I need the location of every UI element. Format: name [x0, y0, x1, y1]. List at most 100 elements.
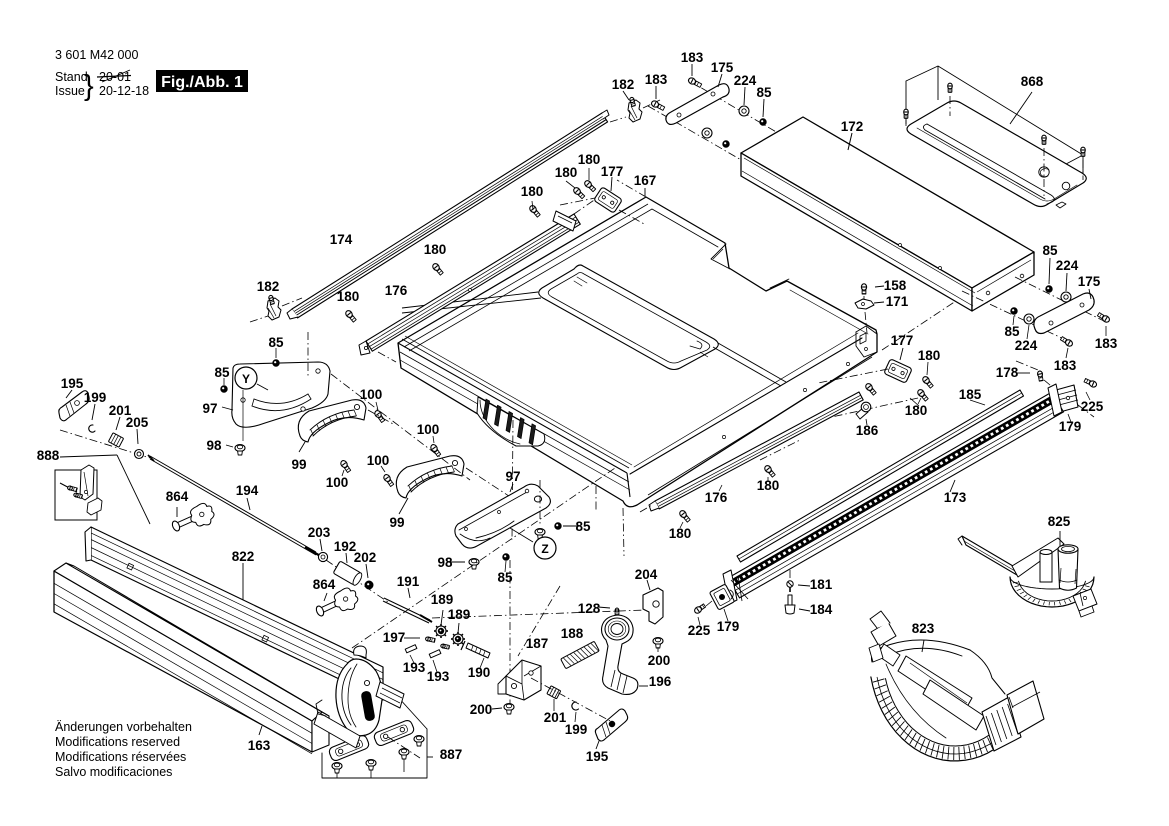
svg-text:823: 823	[912, 621, 935, 636]
svg-text:100: 100	[326, 475, 349, 490]
svg-text:175: 175	[711, 60, 734, 75]
svg-text:Änderungen vorbehalten: Änderungen vorbehalten	[55, 720, 192, 734]
svg-text:100: 100	[417, 422, 440, 437]
svg-text:85: 85	[268, 335, 284, 350]
svg-text:180: 180	[757, 478, 780, 493]
svg-text:Y: Y	[242, 372, 250, 386]
svg-text:98: 98	[437, 555, 453, 570]
svg-text:175: 175	[1078, 274, 1101, 289]
svg-text:196: 196	[649, 674, 672, 689]
svg-text:187: 187	[526, 636, 549, 651]
svg-text:Stand: Stand	[55, 70, 88, 84]
svg-text:201: 201	[109, 403, 132, 418]
svg-text:179: 179	[1059, 419, 1082, 434]
svg-text:193: 193	[403, 660, 426, 675]
svg-text:822: 822	[232, 549, 255, 564]
svg-text:176: 176	[705, 490, 728, 505]
svg-text:189: 189	[431, 592, 454, 607]
svg-text:180: 180	[578, 152, 601, 167]
svg-text:177: 177	[601, 164, 624, 179]
svg-text:Modifications réservées: Modifications réservées	[55, 750, 186, 764]
svg-text:888: 888	[37, 448, 60, 463]
svg-text:178: 178	[996, 365, 1019, 380]
svg-text:200: 200	[648, 653, 671, 668]
svg-text:174: 174	[330, 232, 353, 247]
svg-text:224: 224	[734, 73, 757, 88]
svg-text:185: 185	[959, 387, 982, 402]
svg-text:887: 887	[440, 747, 463, 762]
svg-text:194: 194	[236, 483, 259, 498]
svg-text:195: 195	[586, 749, 609, 764]
svg-text:197: 197	[383, 630, 406, 645]
svg-text:864: 864	[313, 577, 336, 592]
svg-text:825: 825	[1048, 514, 1071, 529]
svg-text:167: 167	[634, 173, 657, 188]
svg-text:224: 224	[1015, 338, 1038, 353]
svg-text:200: 200	[470, 702, 493, 717]
svg-text:Issue: Issue	[55, 84, 85, 98]
svg-text:180: 180	[918, 348, 941, 363]
svg-text:201: 201	[544, 710, 567, 725]
svg-text:180: 180	[669, 526, 692, 541]
svg-text:100: 100	[367, 453, 390, 468]
svg-text:179: 179	[717, 619, 740, 634]
svg-text:864: 864	[166, 489, 189, 504]
svg-text:20-12-18: 20-12-18	[99, 84, 149, 98]
svg-text:180: 180	[905, 403, 928, 418]
svg-text:180: 180	[424, 242, 447, 257]
svg-text:85: 85	[1042, 243, 1058, 258]
svg-text:202: 202	[354, 550, 377, 565]
svg-text:183: 183	[645, 72, 668, 87]
svg-text:177: 177	[891, 333, 914, 348]
svg-text:180: 180	[555, 165, 578, 180]
svg-text:184: 184	[810, 602, 833, 617]
svg-text:181: 181	[810, 577, 833, 592]
svg-text:171: 171	[886, 294, 909, 309]
svg-text:99: 99	[389, 515, 404, 530]
svg-text:203: 203	[308, 525, 331, 540]
svg-text:182: 182	[257, 279, 280, 294]
svg-text:99: 99	[291, 457, 306, 472]
svg-text:186: 186	[856, 423, 879, 438]
svg-text:189: 189	[448, 607, 471, 622]
svg-text:180: 180	[521, 184, 544, 199]
svg-text:199: 199	[84, 390, 107, 405]
svg-text:173: 173	[944, 490, 967, 505]
svg-text:98: 98	[206, 438, 222, 453]
svg-text:199: 199	[565, 722, 588, 737]
svg-text:Fig./Abb. 1: Fig./Abb. 1	[161, 74, 243, 91]
svg-text:Z: Z	[541, 542, 548, 556]
svg-text:225: 225	[1081, 399, 1104, 414]
svg-text:85: 85	[497, 570, 513, 585]
svg-text:225: 225	[688, 623, 711, 638]
svg-text:97: 97	[505, 469, 520, 484]
svg-text:188: 188	[561, 626, 584, 641]
svg-text:183: 183	[1054, 358, 1077, 373]
svg-text:868: 868	[1021, 74, 1044, 89]
svg-text:183: 183	[681, 50, 704, 65]
svg-text:205: 205	[126, 415, 149, 430]
svg-text:172: 172	[841, 119, 864, 134]
svg-text:20-01: 20-01	[99, 70, 131, 84]
svg-text:}: }	[84, 70, 94, 102]
svg-text:85: 85	[1004, 324, 1020, 339]
svg-text:Salvo modificaciones: Salvo modificaciones	[55, 765, 172, 779]
svg-text:3 601 M42 000: 3 601 M42 000	[55, 48, 138, 62]
svg-text:204: 204	[635, 567, 658, 582]
svg-text:158: 158	[884, 278, 907, 293]
svg-text:183: 183	[1095, 336, 1118, 351]
svg-text:85: 85	[575, 519, 591, 534]
svg-text:97: 97	[202, 401, 217, 416]
svg-text:180: 180	[337, 289, 360, 304]
svg-text:191: 191	[397, 574, 420, 589]
svg-text:85: 85	[214, 365, 230, 380]
svg-text:190: 190	[468, 665, 491, 680]
svg-text:163: 163	[248, 738, 271, 753]
svg-text:192: 192	[334, 539, 357, 554]
svg-text:85: 85	[756, 85, 772, 100]
svg-text:100: 100	[360, 387, 383, 402]
svg-text:182: 182	[612, 77, 635, 92]
svg-text:193: 193	[427, 669, 450, 684]
svg-text:224: 224	[1056, 258, 1079, 273]
svg-text:176: 176	[385, 283, 408, 298]
